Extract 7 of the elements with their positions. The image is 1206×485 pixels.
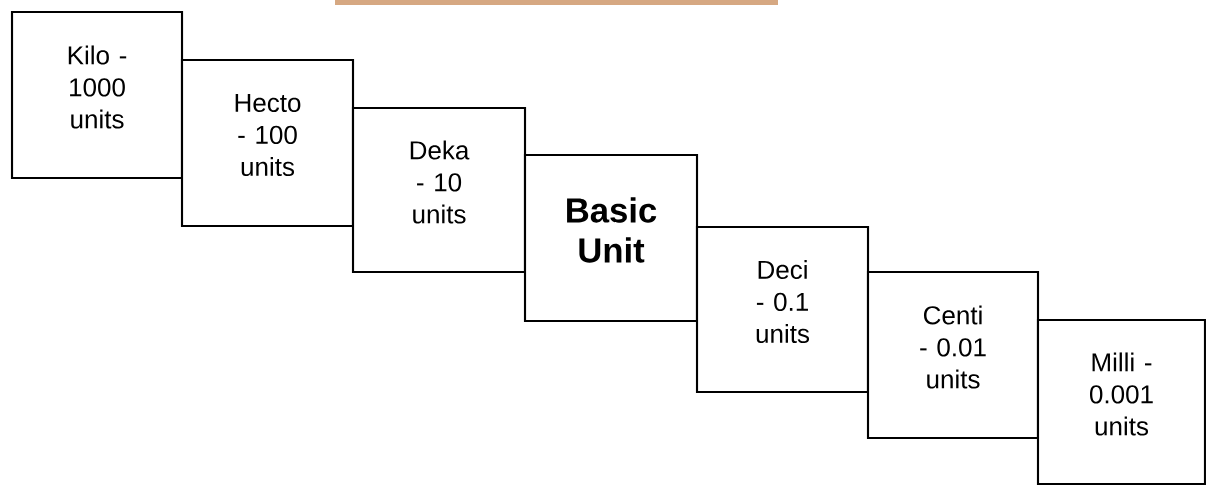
unit-box: Deka - 10 units: [351, 106, 527, 274]
unit-box: Kilo - 1000 units: [10, 10, 184, 180]
unit-box: Milli - 0.001 units: [1036, 318, 1206, 485]
unit-box: Hecto - 100 units: [180, 58, 355, 228]
unit-box: Basic Unit: [523, 153, 699, 323]
unit-box: Deci - 0.1 units: [695, 225, 870, 394]
unit-box: Centi - 0.01 units: [866, 270, 1040, 440]
